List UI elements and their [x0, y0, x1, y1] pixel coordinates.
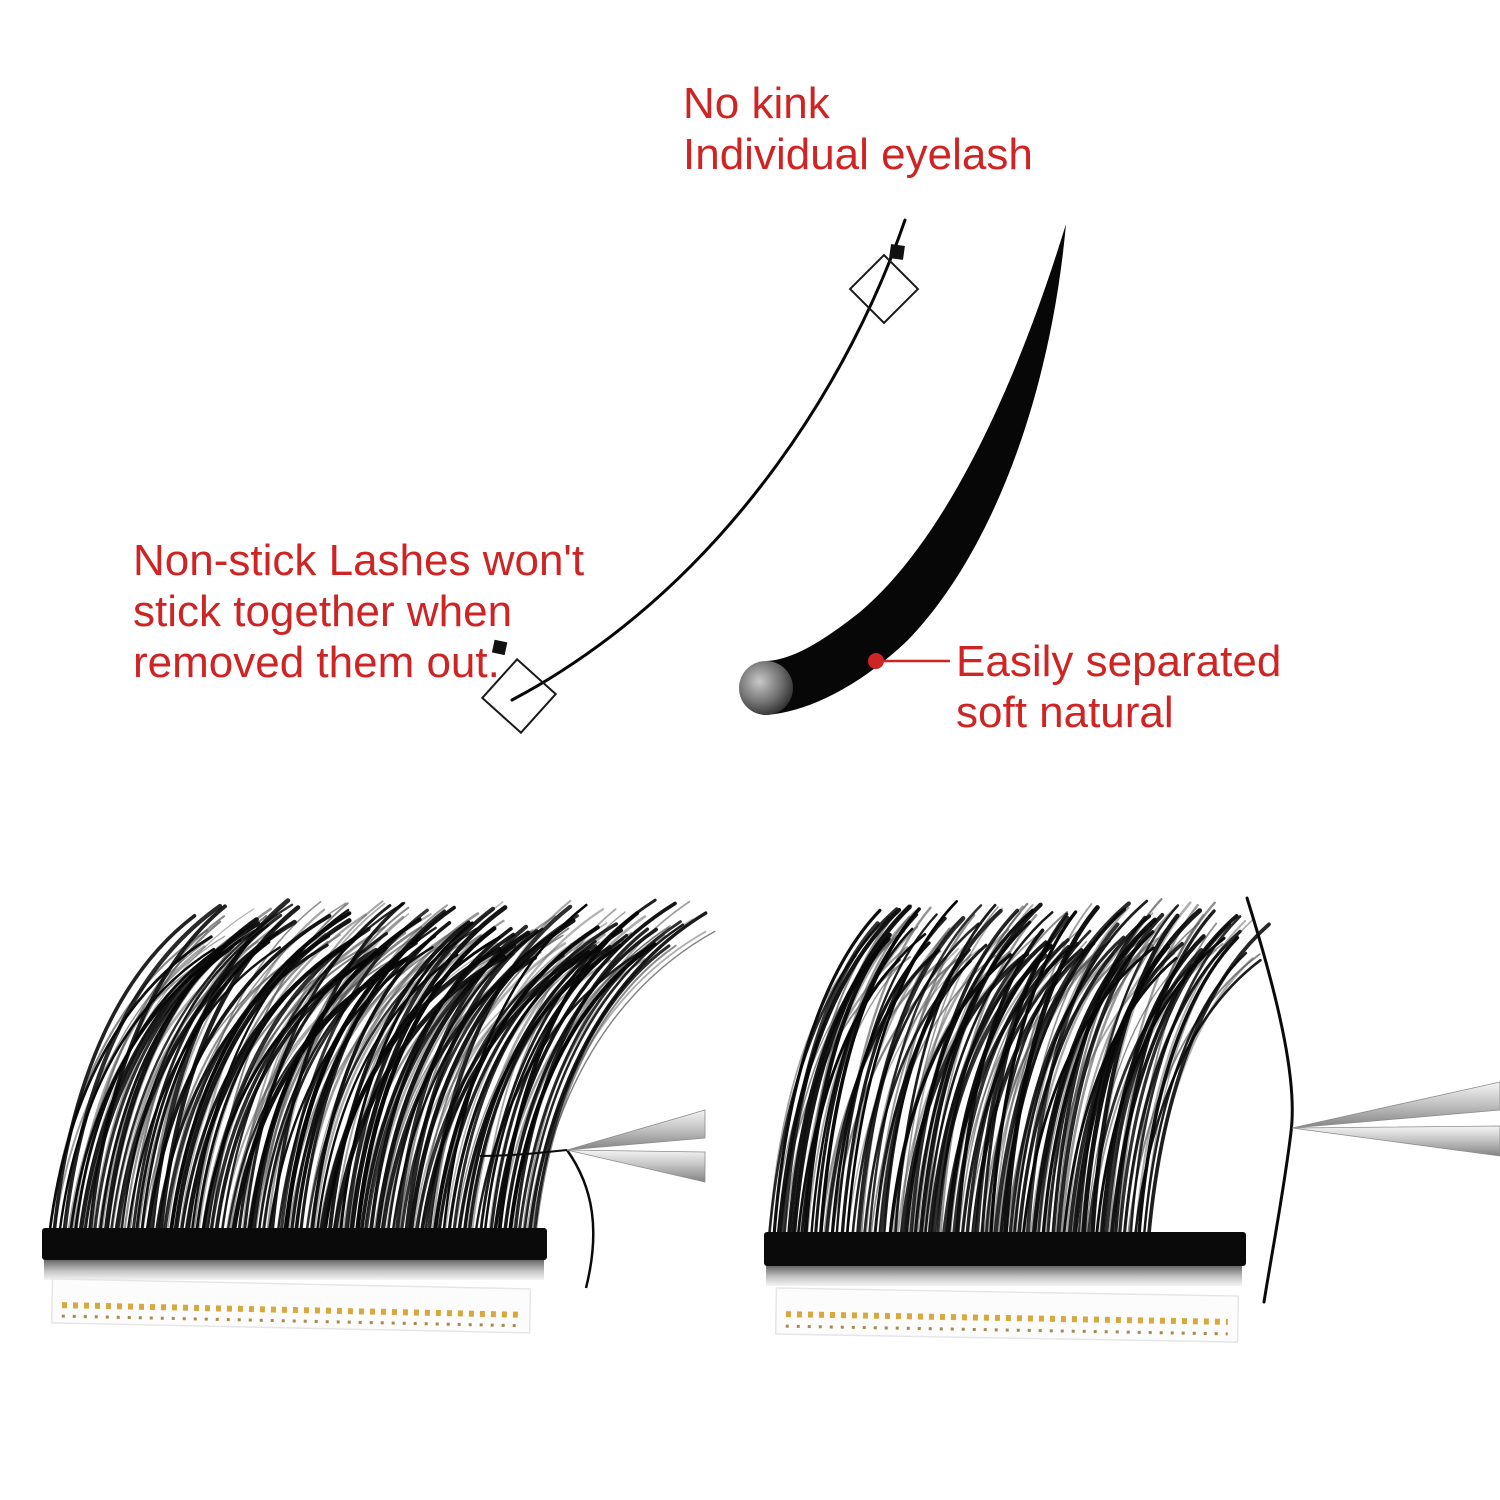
annotation-line: removed them out.: [133, 638, 500, 687]
annotation-line: stick together when: [133, 587, 513, 636]
tape-dots: [785, 1311, 1228, 1325]
lash-strip-base: [764, 1232, 1246, 1266]
adhesive-tape: [50, 1278, 532, 1334]
strip-reflection: [766, 1266, 1242, 1286]
tweezer-prong: [566, 1109, 706, 1151]
magnifier-square-bottom: [480, 657, 558, 735]
thick-lash-shape: [766, 224, 1066, 715]
easily-separated-annotation: Easily separated soft natural: [956, 636, 1281, 738]
strip-reflection: [44, 1260, 544, 1280]
lash-trays-svg: [42, 896, 1500, 1343]
marker-square-top: [889, 244, 905, 260]
pulled-lash: [565, 1149, 595, 1289]
lash-strands: [46, 898, 716, 1250]
pulled-lash: [1245, 896, 1294, 1304]
lash-tray-right: [764, 896, 1500, 1343]
non-stick-annotation: Non-stick Lashes won't stick together wh…: [133, 535, 584, 688]
marker-square-bottom: [491, 639, 508, 656]
tweezer-prong: [1291, 1125, 1500, 1157]
lash-diagram-svg: [480, 218, 1066, 735]
adhesive-tape: [774, 1287, 1240, 1343]
tape-dots: [785, 1324, 1228, 1336]
tape-strip: [50, 1278, 532, 1334]
annotation-line: Individual eyelash: [683, 130, 1033, 179]
tweezers-icon: [1291, 1081, 1500, 1157]
tweezer-prong: [566, 1149, 706, 1183]
callout-dot: [868, 653, 884, 669]
tweezers-icon: [566, 1109, 706, 1183]
annotation-line: Easily separated: [956, 637, 1282, 686]
annotation-line: Non-stick Lashes won't: [133, 536, 585, 585]
lash-strip-base: [42, 1228, 547, 1260]
magnifier-square-top: [848, 253, 920, 325]
lash-tray-left: [42, 898, 716, 1334]
pulled-lash: [479, 1149, 568, 1157]
no-kink-annotation: No kink Individual eyelash: [683, 78, 1033, 180]
lash-base-cap: [739, 661, 793, 715]
lash-strands: [766, 898, 1271, 1256]
tweezer-prong: [1291, 1081, 1500, 1129]
annotation-line: soft natural: [956, 688, 1174, 737]
annotation-line: No kink: [683, 79, 830, 128]
